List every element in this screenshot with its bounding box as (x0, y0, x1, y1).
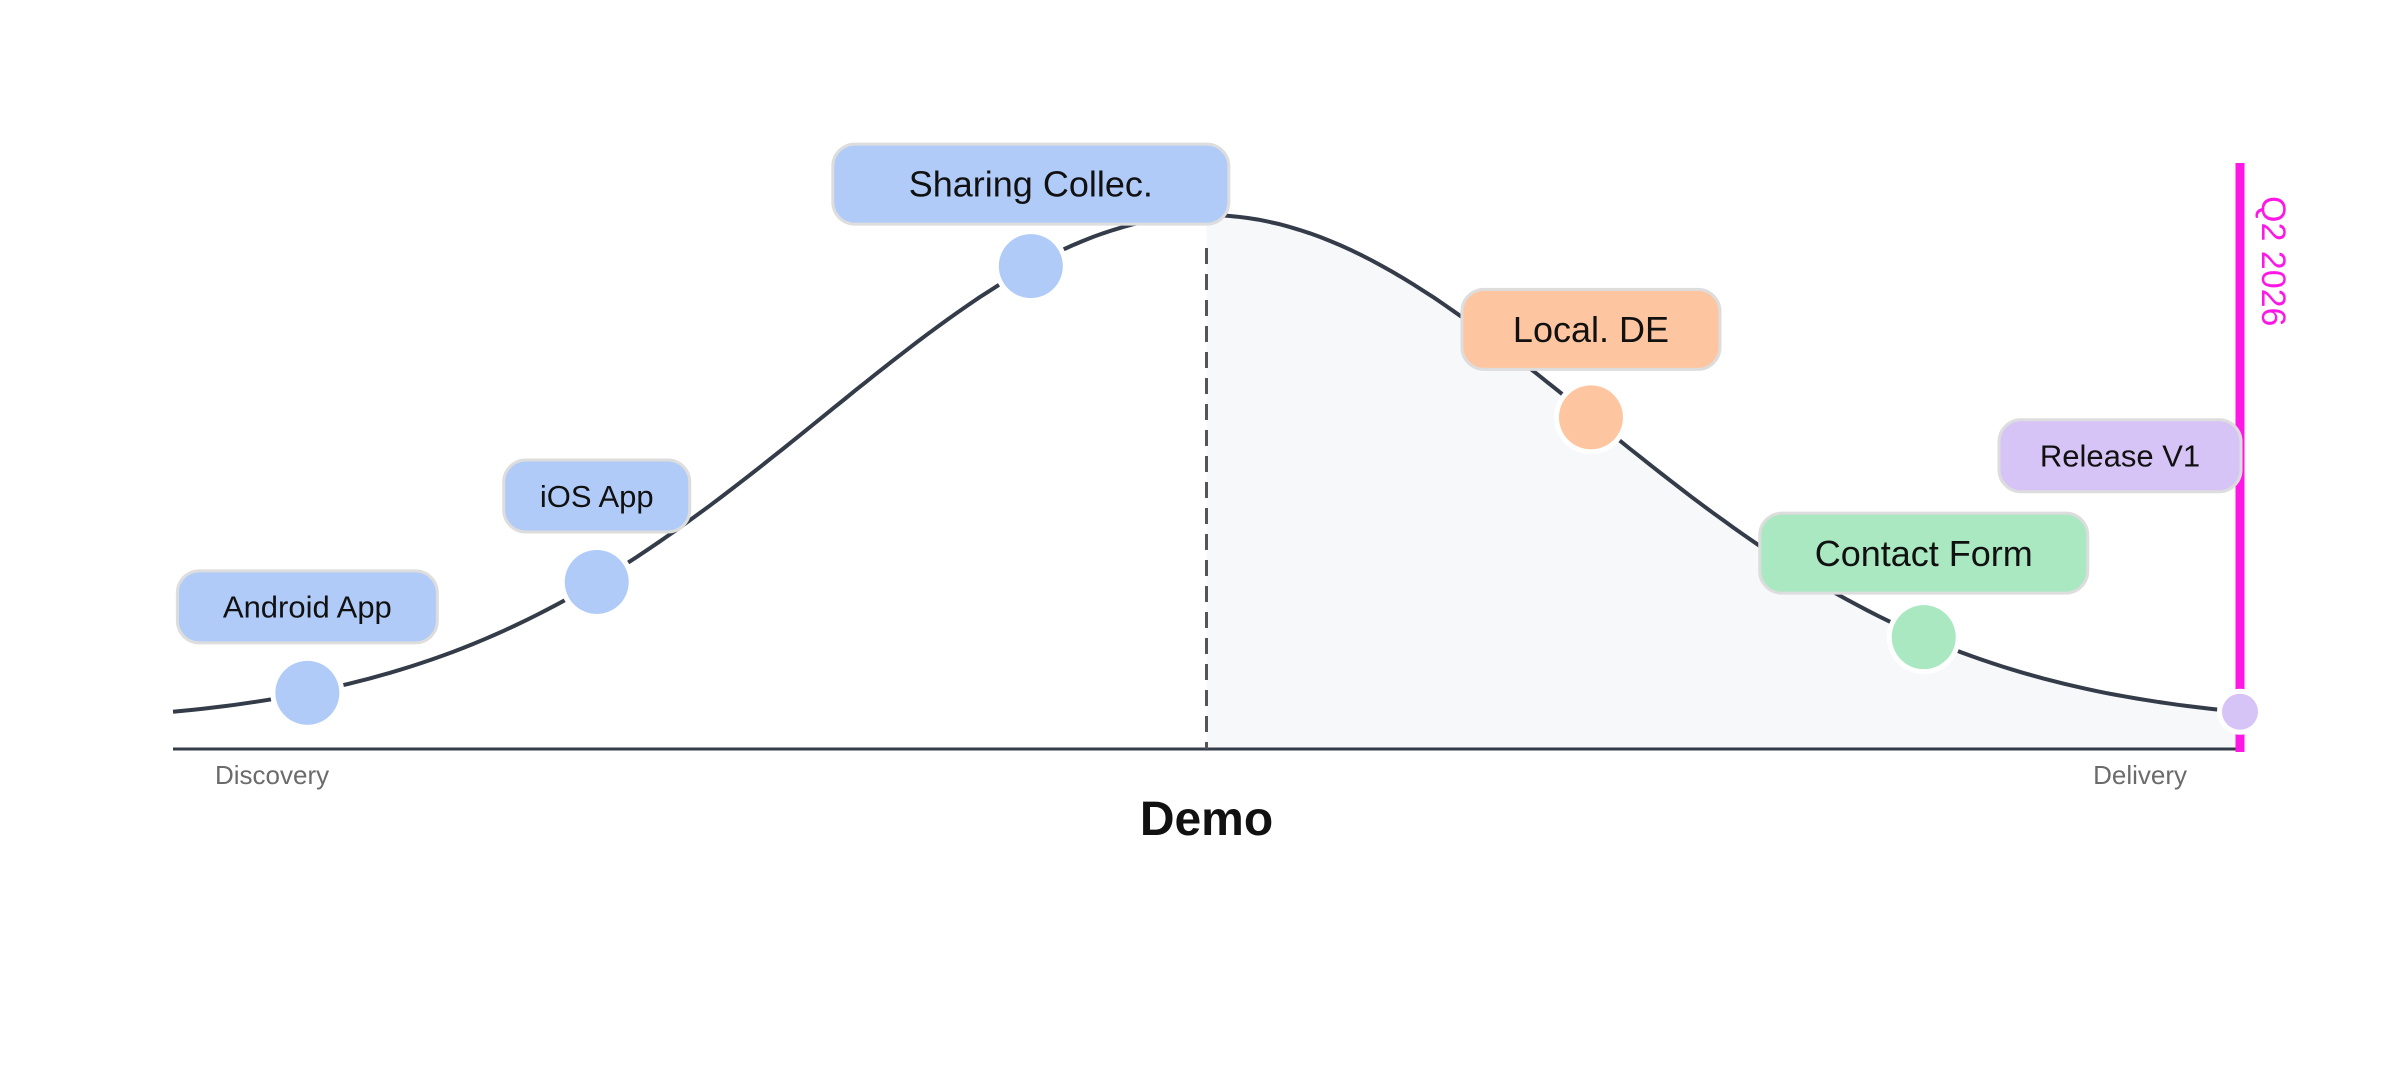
scope-item-dot (275, 660, 340, 725)
scope-item-dot (2222, 693, 2258, 730)
scope-item-label: Release V1 (2040, 439, 2200, 474)
scope-item-dot (564, 549, 629, 614)
scope-item-pill (1758, 511, 2090, 595)
scope-item-dot (1558, 385, 1623, 450)
scope-items: Android App iOS App Sharing Collec. Local. … (175, 142, 2263, 735)
scope-item-pill (175, 569, 439, 645)
chart-title: Demo (1140, 793, 1273, 846)
scope-item-pill (1997, 418, 2243, 494)
scope-item-label: Sharing Collec. (909, 164, 1153, 205)
scope-item-pill (831, 142, 1231, 226)
scope-item-dot (1891, 605, 1956, 670)
scope-item-label: Android App (223, 590, 392, 625)
scope-item-dot (998, 234, 1063, 299)
scope-item: Android App (175, 569, 439, 730)
scope-item-label: Contact Form (1815, 533, 2033, 574)
phase-label-delivery: Delivery (2093, 760, 2187, 790)
deadline-marker-label: Q2 2026 (2254, 196, 2292, 326)
scope-item: Sharing Collec. (831, 142, 1231, 304)
scope-item: iOS App (502, 458, 692, 619)
scope-item: Release V1 (1997, 418, 2263, 735)
phase-label-discovery: Discovery (215, 760, 329, 790)
scope-item-pill (1460, 287, 1722, 371)
scope-item-pill (502, 458, 692, 534)
scope-item: Local. DE (1460, 287, 1722, 455)
deadline-marker: Q2 2026 (2235, 163, 2292, 752)
scope-item-label: iOS App (540, 479, 654, 514)
scope-item: Contact Form (1758, 511, 2090, 675)
scope-item-label: Local. DE (1513, 309, 1669, 350)
